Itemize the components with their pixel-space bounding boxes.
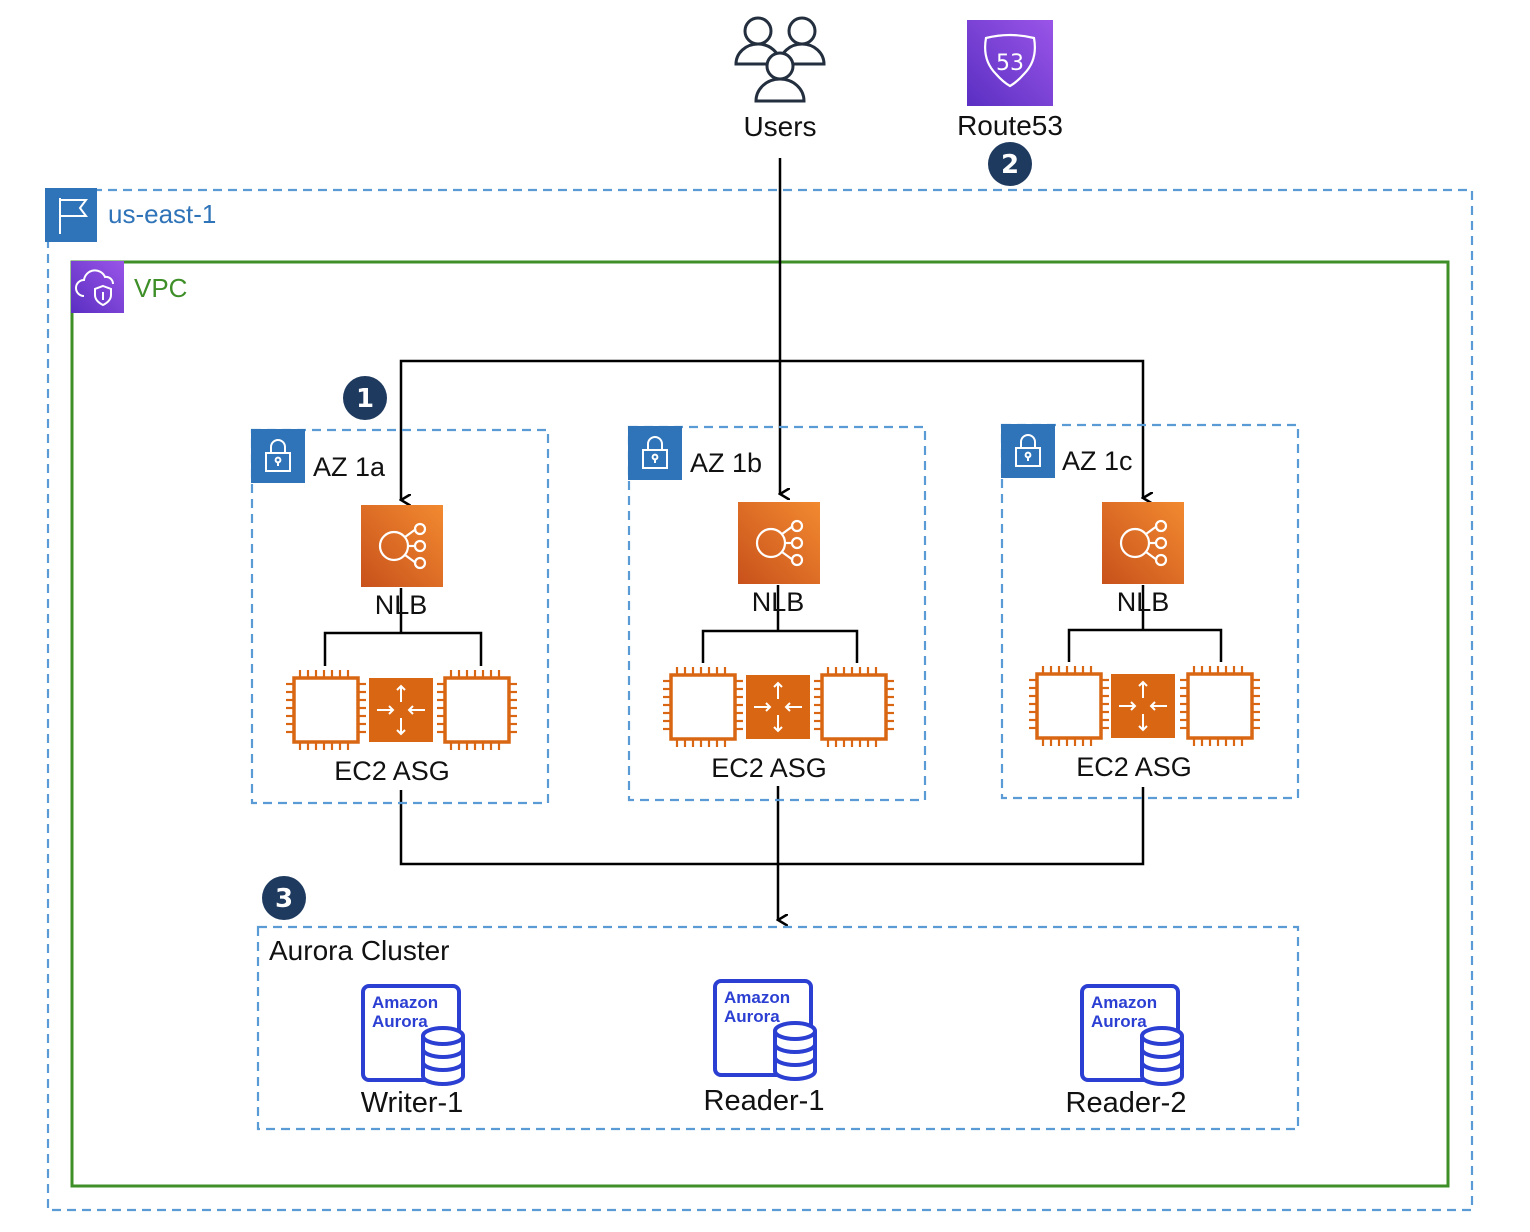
az-1b-ec2-instance-icon [661,665,745,749]
az-1a-ec2-instance-icon [435,668,519,752]
aurora-cluster-label: Aurora Cluster [269,935,450,966]
az-1a-nlb-icon [359,503,445,589]
users-node: Users [734,16,826,142]
aurora-writer-1: Amazon Aurora Writer-1 [361,984,465,1119]
az-1c-ec2-instance-icon [1027,664,1111,748]
az-1b-asg-label: EC2 ASG [711,753,827,783]
az-1c: AZ 1c NLB EC2 ASG [1000,423,1300,800]
route53-label: Route53 [957,110,1063,141]
aurora-db-icon: Amazon Aurora [1080,984,1184,1086]
az-1b-lock-icon [627,425,683,481]
az-1a-ec2-instance-icon [284,668,368,752]
az-1b-label: AZ 1b [690,448,762,478]
az-1c-nlb-icon [1100,500,1186,586]
step-badge-2: 2 [988,142,1032,186]
az-1c-ec2-instance-icon [1178,664,1262,748]
svg-text:Aurora: Aurora [724,1007,780,1026]
region-flag-icon [45,188,97,242]
az-1a-asg-icon [368,677,434,743]
aurora-reader-1: Amazon Aurora Reader-1 [704,979,825,1117]
aurora-node-label: Reader-1 [704,1085,825,1117]
vpc: VPC [70,260,1450,1188]
az-1c-asg-icon [1110,673,1176,739]
az-1c-nlb-label: NLB [1117,587,1170,617]
vpc-cloud-icon [71,261,124,313]
az-1b-nlb-icon [736,500,822,586]
svg-text:Aurora: Aurora [372,1012,428,1031]
az-1a-asg-label: EC2 ASG [334,756,450,786]
aurora-db-icon: Amazon Aurora [361,984,465,1086]
aurora-reader-2: Amazon Aurora Reader-2 [1066,984,1187,1119]
step-badge-3: 3 [262,876,306,920]
aurora-node-label: Reader-2 [1066,1087,1187,1119]
az-1a-nlb-label: NLB [375,590,428,620]
region-us-east-1: us-east-1 [45,188,1474,1212]
asg-to-aurora-connector [399,787,1145,866]
az-1b: AZ 1b NLB EC2 ASG [627,425,927,802]
az-1b-ec2-instance-icon [812,665,896,749]
svg-text:Amazon: Amazon [1091,993,1157,1012]
svg-text:3: 3 [275,884,293,914]
az-1c-label: AZ 1c [1062,446,1133,476]
az-1a-label: AZ 1a [313,452,386,482]
connectors [323,158,1223,920]
route53-icon: 53 [967,20,1053,106]
route53-shield-number: 53 [996,51,1024,76]
az-1c-lock-icon [1000,423,1056,479]
users-label: Users [743,111,816,142]
step-badge-1: 1 [343,376,387,420]
region-label: us-east-1 [108,199,216,229]
svg-text:1: 1 [356,384,374,414]
split-connector [399,359,1145,500]
aurora-cluster: Aurora Cluster Amazon Aurora Writer-1 Am… [256,925,1300,1131]
az-1a-lock-icon [250,428,306,484]
svg-text:Amazon: Amazon [724,988,790,1007]
aurora-node-label: Writer-1 [361,1087,464,1119]
svg-text:Aurora: Aurora [1091,1012,1147,1031]
users-icon [734,16,826,103]
az-1c-asg-label: EC2 ASG [1076,752,1192,782]
vpc-label: VPC [134,273,187,303]
az-1b-asg-icon [745,674,811,740]
svg-text:Amazon: Amazon [372,993,438,1012]
svg-text:2: 2 [1001,150,1019,180]
aurora-db-icon: Amazon Aurora [713,979,817,1081]
az-1b-nlb-label: NLB [752,587,805,617]
az-1a: AZ 1a NLB EC2 ASG [250,428,550,805]
route53-node: 53 Route53 [957,20,1063,141]
